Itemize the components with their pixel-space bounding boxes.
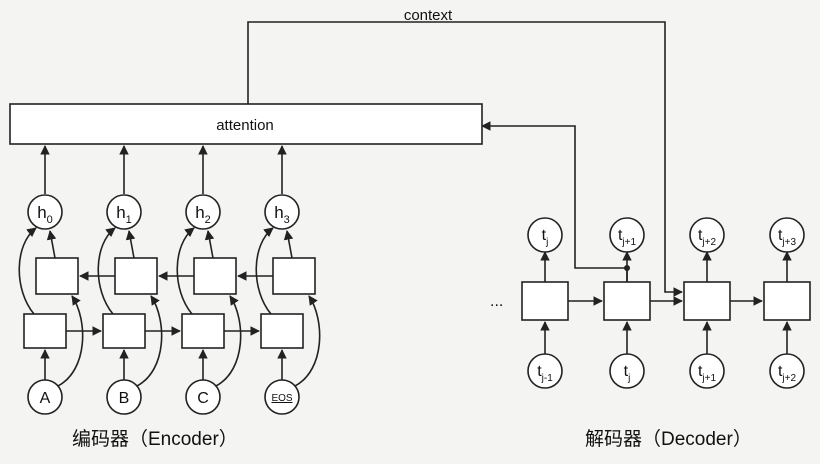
encoder-hidden-state-0: h0 [27,194,63,230]
svg-text:tj-1: tj-1 [537,363,553,384]
encoder-hidden-state-1: h1 [106,194,142,230]
decoder-output-2: tj+2 [689,217,725,253]
encoder-backward-cell-2 [193,257,237,295]
decoder-query-arrow [481,121,628,282]
decoder-output-1: tj+1 [609,217,645,253]
forward-to-h2 [176,227,195,315]
encoder-forward-cell-2 [181,313,225,349]
encoder-input-a: A [27,379,63,415]
svg-text:B: B [119,390,130,407]
encoder-input-eos: EOS [264,379,300,415]
svg-text:tj: tj [624,363,631,384]
decoder-input-0: tj-1 [527,353,563,389]
encoder-forward-cell-3 [260,313,304,349]
decoder-cell-3 [763,281,811,321]
decoder-input-2: tj+1 [689,353,725,389]
encoder-input-c: C [185,379,221,415]
input-b-to-backward [136,295,163,387]
decoder-ellipsis: ... [490,293,503,310]
input-c-to-backward [215,295,242,387]
svg-text:A: A [40,390,51,407]
svg-text:tj: tj [542,227,549,248]
encoder-backward-cell-3 [272,257,316,295]
context-arrow [247,21,683,297]
backward-to-h1 [125,230,136,259]
encoder-input-b: B [106,379,142,415]
svg-text:h3: h3 [274,203,290,226]
svg-text:h1: h1 [116,203,132,226]
svg-text:tj+3: tj+3 [778,227,797,248]
svg-text:h0: h0 [37,203,53,226]
encoder-backward-cell-0 [35,257,79,295]
backward-to-h2 [204,230,215,259]
encoder-caption: 编码器（Encoder） [72,428,238,450]
forward-to-h0 [18,227,37,315]
encoder-hidden-state-3: h3 [264,194,300,230]
forward-to-h1 [97,227,116,315]
encoder-backward-cell-1 [114,257,158,295]
encoder-hidden-state-2: h2 [185,194,221,230]
forward-to-h3 [255,227,274,315]
encoder-forward-cell-1 [102,313,146,349]
decoder-cell-2 [683,281,731,321]
svg-text:EOS: EOS [271,393,292,404]
decoder-cell-1 [603,281,651,321]
svg-text:tj+2: tj+2 [778,363,797,384]
decoder-output-0: tj [527,217,563,253]
input-a-to-backward [57,295,84,387]
input-eos-to-backward [294,295,321,387]
context-label: context [404,7,453,24]
decoder-input-1: tj [609,353,645,389]
svg-text:C: C [197,390,209,407]
svg-text:tj+2: tj+2 [698,227,717,248]
decoder-output-3: tj+3 [769,217,805,253]
decoder-caption: 解码器（Decoder） [585,428,752,450]
svg-text:h2: h2 [195,203,211,226]
svg-text:tj+1: tj+1 [618,227,637,248]
backward-to-h0 [46,230,57,259]
backward-to-h3 [283,230,294,259]
attention-label: attention [216,117,274,134]
decoder-input-3: tj+2 [769,353,805,389]
encoder-forward-cell-0 [23,313,67,349]
decoder-cell-0 [521,281,569,321]
svg-text:tj+1: tj+1 [698,363,717,384]
